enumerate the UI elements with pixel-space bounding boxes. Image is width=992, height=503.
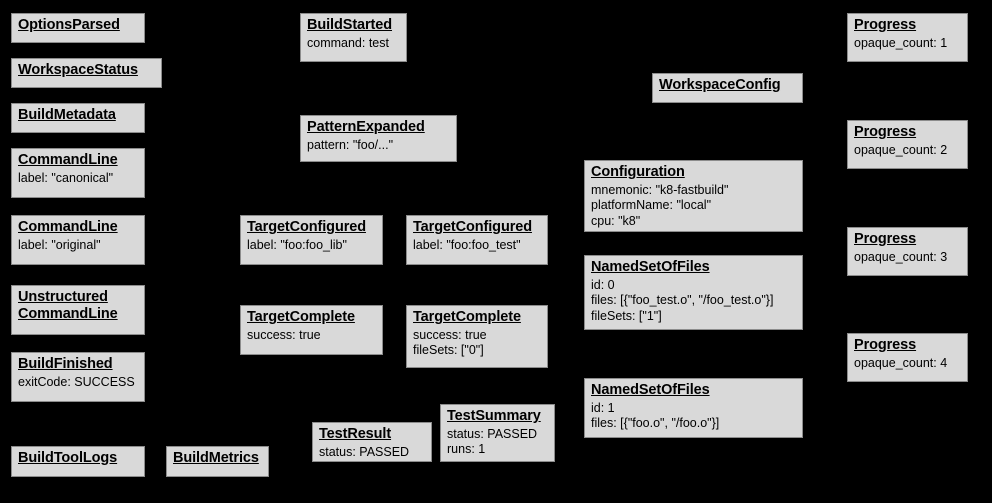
node-workspace-config[interactable]: WorkspaceConfig xyxy=(652,73,803,103)
node-title: Configuration xyxy=(591,164,685,180)
node-field: fileSets: ["1"] xyxy=(591,308,662,323)
node-fields: mnemonic: "k8-fastbuild"platformName: "l… xyxy=(591,183,796,229)
node-progress-1[interactable]: Progress opaque_count: 1 xyxy=(847,13,968,62)
node-progress-3[interactable]: Progress opaque_count: 3 xyxy=(847,227,968,276)
node-field: command: test xyxy=(307,36,389,51)
node-field: label: "original" xyxy=(18,238,101,253)
node-title: TestResult xyxy=(319,426,392,442)
node-field: opaque_count: 1 xyxy=(854,36,948,51)
node-command-line-original[interactable]: CommandLine label: "original" xyxy=(11,215,145,265)
node-fields: opaque_count: 2 xyxy=(854,143,961,158)
node-fields: status: PASSED xyxy=(319,445,425,460)
node-target-configured-foo-test[interactable]: TargetConfigured label: "foo:foo_test" xyxy=(406,215,548,265)
node-fields: command: test xyxy=(307,36,400,51)
node-field: files: [{"foo_test.o", "/foo_test.o"}] xyxy=(591,293,774,308)
node-fields: opaque_count: 3 xyxy=(854,250,961,265)
node-build-finished[interactable]: BuildFinished exitCode: SUCCESS xyxy=(11,352,145,402)
node-title: Progress xyxy=(854,337,917,353)
node-field: status: PASSED xyxy=(447,427,538,442)
node-field: opaque_count: 2 xyxy=(854,143,948,158)
node-title: CommandLine xyxy=(18,219,118,235)
node-field: success: true xyxy=(247,328,321,343)
node-title: OptionsParsed xyxy=(18,17,120,33)
node-title: Progress xyxy=(854,231,917,247)
node-fields: label: "foo:foo_test" xyxy=(413,238,541,253)
node-target-complete-lib[interactable]: TargetComplete success: true xyxy=(240,305,383,355)
node-field: label: "foo:foo_test" xyxy=(413,238,521,253)
node-field: cpu: "k8" xyxy=(591,213,641,228)
node-title: BuildMetadata xyxy=(18,107,116,123)
node-title: TargetComplete xyxy=(413,309,521,325)
node-title: CommandLine xyxy=(18,152,118,168)
node-field: label: "foo:foo_lib" xyxy=(247,238,347,253)
node-field: pattern: "foo/..." xyxy=(307,138,394,153)
node-title: BuildStarted xyxy=(307,17,393,33)
node-field: success: true xyxy=(413,328,487,343)
node-target-configured-foo-lib[interactable]: TargetConfigured label: "foo:foo_lib" xyxy=(240,215,383,265)
node-title: NamedSetOfFiles xyxy=(591,382,710,398)
node-field: mnemonic: "k8-fastbuild" xyxy=(591,183,729,198)
node-unstructured-command-line[interactable]: Unstructured CommandLine xyxy=(11,285,145,335)
node-fields: label: "original" xyxy=(18,238,138,253)
node-field: platformName: "local" xyxy=(591,198,712,213)
node-field: status: PASSED xyxy=(319,445,410,460)
node-field: id: 1 xyxy=(591,401,615,416)
node-fields: label: "foo:foo_lib" xyxy=(247,238,376,253)
node-title: Progress xyxy=(854,17,917,33)
node-title: BuildFinished xyxy=(18,356,113,372)
node-pattern-expanded[interactable]: PatternExpanded pattern: "foo/..." xyxy=(300,115,457,162)
node-build-tool-logs[interactable]: BuildToolLogs xyxy=(11,446,145,477)
node-title: NamedSetOfFiles xyxy=(591,259,710,275)
node-field: fileSets: ["0"] xyxy=(413,343,484,358)
node-fields: success: true xyxy=(247,328,376,343)
node-build-metadata[interactable]: BuildMetadata xyxy=(11,103,145,133)
node-field: id: 0 xyxy=(591,278,615,293)
node-title: Unstructured CommandLine xyxy=(18,289,118,323)
node-title: TargetConfigured xyxy=(413,219,532,235)
node-title: TargetComplete xyxy=(247,309,355,325)
node-test-result[interactable]: TestResult status: PASSED xyxy=(312,422,432,462)
node-progress-4[interactable]: Progress opaque_count: 4 xyxy=(847,333,968,382)
node-build-started[interactable]: BuildStarted command: test xyxy=(300,13,407,62)
node-field: files: [{"foo.o", "/foo.o"}] xyxy=(591,416,720,431)
node-fields: exitCode: SUCCESS xyxy=(18,375,138,390)
node-field: label: "canonical" xyxy=(18,171,114,186)
node-fields: opaque_count: 1 xyxy=(854,36,961,51)
node-title: TargetConfigured xyxy=(247,219,366,235)
node-title: Progress xyxy=(854,124,917,140)
node-field: opaque_count: 4 xyxy=(854,356,948,371)
node-title: WorkspaceStatus xyxy=(18,62,138,78)
node-workspace-status[interactable]: WorkspaceStatus xyxy=(11,58,162,88)
node-configuration[interactable]: Configuration mnemonic: "k8-fastbuild"pla… xyxy=(584,160,803,232)
node-title: BuildMetrics xyxy=(173,450,259,466)
node-progress-2[interactable]: Progress opaque_count: 2 xyxy=(847,120,968,169)
node-title: BuildToolLogs xyxy=(18,450,118,466)
node-title: PatternExpanded xyxy=(307,119,425,135)
node-fields: opaque_count: 4 xyxy=(854,356,961,371)
node-title: WorkspaceConfig xyxy=(659,77,781,93)
node-fields: pattern: "foo/..." xyxy=(307,138,450,153)
node-field: runs: 1 xyxy=(447,442,486,457)
node-title: TestSummary xyxy=(447,408,541,424)
node-command-line-canonical[interactable]: CommandLine label: "canonical" xyxy=(11,148,145,198)
node-fields: label: "canonical" xyxy=(18,171,138,186)
node-field: exitCode: SUCCESS xyxy=(18,375,135,390)
node-options-parsed[interactable]: OptionsParsed xyxy=(11,13,145,43)
node-field: opaque_count: 3 xyxy=(854,250,948,265)
node-build-metrics[interactable]: BuildMetrics xyxy=(166,446,269,477)
